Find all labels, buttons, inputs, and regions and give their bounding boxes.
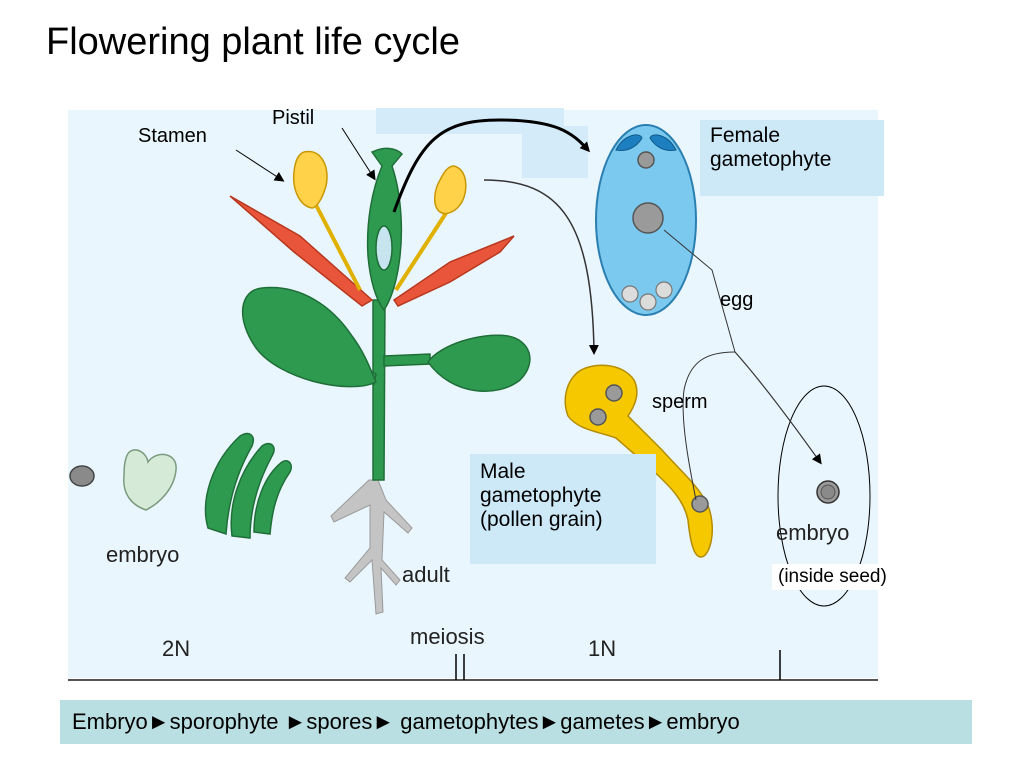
- female-gametophyte-line-2: gametophyte: [710, 148, 832, 171]
- leaf-right: [427, 334, 531, 392]
- stamen-label: Stamen: [138, 125, 207, 147]
- egg-label: egg: [720, 289, 754, 311]
- summary-step-sporophyte: sporophyte: [169, 709, 285, 734]
- root-illustration: [330, 479, 413, 615]
- diagram-panel: [68, 110, 878, 678]
- inside-seed-label: (inside seed): [772, 564, 893, 590]
- stamen-pointer: [235, 149, 285, 182]
- summary-arrow-5: ►: [644, 709, 667, 734]
- heart-stage-embryo: [123, 449, 177, 511]
- summary-step-gametophytes: gametophytes: [394, 709, 539, 734]
- pistil: [366, 147, 404, 312]
- summary-step-embryo-end: embryo: [666, 709, 740, 734]
- seed-embryo-core: [820, 484, 836, 500]
- torpedo-stage-embryo: [204, 432, 293, 539]
- fertilization-arrow: [734, 351, 822, 465]
- pollen-grain: [564, 364, 713, 558]
- sperm-label: sperm: [652, 391, 708, 413]
- summary-step-embryo: Embryo: [72, 709, 148, 734]
- summary-arrow-3: ►: [372, 709, 395, 734]
- male-gametophyte-line-1: Male: [480, 460, 526, 483]
- zygote: [69, 465, 95, 487]
- pistil-label: Pistil: [272, 107, 315, 129]
- summary-arrow-1: ►: [147, 709, 170, 734]
- female-gametophyte-label: Female gametophyte: [700, 120, 884, 196]
- meiosis-label: meiosis: [410, 624, 485, 649]
- male-gametophyte-line-3: (pollen grain): [480, 508, 603, 531]
- slide-title: Flowering plant life cycle: [46, 21, 460, 63]
- stamen-to-pollen-arrow: [483, 179, 599, 355]
- adult-label: adult: [402, 562, 450, 587]
- embryo-sac: [595, 124, 697, 316]
- pistil-to-ovule-arrow: [392, 118, 590, 213]
- embryo-label-right: embryo: [776, 520, 850, 545]
- summary-arrow-4: ►: [538, 709, 561, 734]
- female-gametophyte-line-1: Female: [710, 124, 781, 147]
- stamen-left: [292, 150, 362, 291]
- embryo-label-left: embryo: [106, 542, 180, 567]
- petal-right: [392, 235, 515, 307]
- summary-step-spores: spores: [306, 709, 373, 734]
- sperm-line: [682, 351, 736, 501]
- label-highlight-side: [522, 126, 588, 178]
- egg-line: [663, 229, 736, 353]
- male-gametophyte-line-2: gametophyte: [480, 484, 602, 507]
- seed-outline: [777, 385, 871, 607]
- two-n-label: 2N: [162, 636, 191, 661]
- pistil-pointer: [341, 127, 376, 181]
- stamen-right: [394, 165, 467, 292]
- summary-arrow-2: ►: [284, 709, 307, 734]
- one-n-label: 1N: [588, 636, 617, 661]
- summary-step-gametes: gametes: [560, 709, 645, 734]
- petal-left: [229, 195, 374, 307]
- leaf-left: [241, 286, 377, 388]
- male-gametophyte-label: Male gametophyte (pollen grain): [470, 454, 656, 564]
- summary-bar: Embryo►sporophyte ►spores► gametophytes►…: [60, 700, 972, 744]
